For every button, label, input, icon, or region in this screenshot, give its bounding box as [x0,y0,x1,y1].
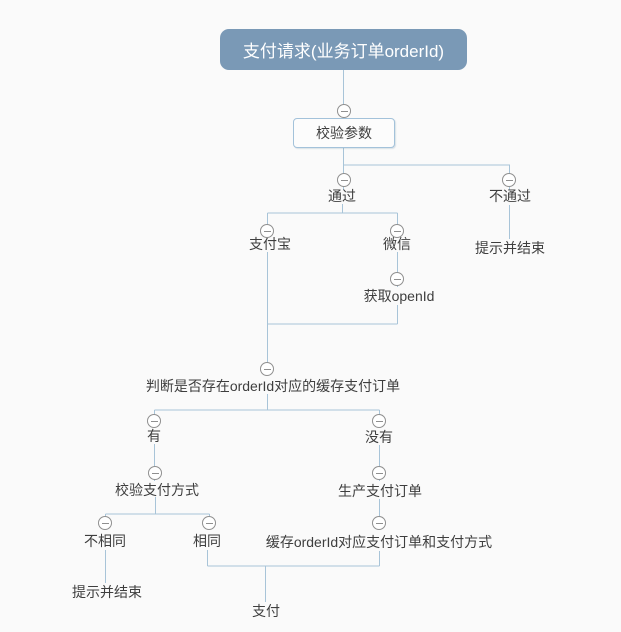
collapse-icon-alipay[interactable] [260,224,274,238]
connector-validate-children [343,148,510,190]
node-alipay[interactable]: 支付宝 [249,236,291,252]
node-notsame-prompt-end[interactable]: 提示并结束 [72,584,142,600]
node-fail[interactable]: 不通过 [489,188,531,204]
minus-glyph [393,278,401,280]
collapse-icon-validate-params[interactable] [337,104,351,118]
node-payment-request[interactable]: 支付请求(业务订单orderId) [220,29,467,70]
node-pass[interactable]: 通过 [328,188,356,204]
collapse-icon-fail[interactable] [502,173,516,187]
collapse-icon-create-pay-order[interactable] [372,466,386,480]
minus-glyph [505,179,513,181]
minus-glyph [101,522,109,524]
connector-merge-checkcache [267,252,398,363]
collapse-icon-same[interactable] [202,516,216,530]
minus-glyph [375,420,383,422]
minus-glyph [150,420,158,422]
node-fail-prompt-end[interactable]: 提示并结束 [475,240,545,256]
node-cache-order[interactable]: 缓存orderId对应支付订单和支付方式 [265,534,493,550]
collapse-icon-check-pay-method[interactable] [148,466,162,480]
node-validate-params[interactable]: 校验参数 [293,118,395,148]
node-check-pay-method[interactable]: 校验支付方式 [115,482,199,498]
collapse-icon-not-same[interactable] [98,516,112,530]
collapse-icon-wechat[interactable] [390,224,404,238]
minus-glyph [375,472,383,474]
connector-checkmethod-children [105,497,210,518]
collapse-icon-get-openid[interactable] [390,272,404,286]
node-pay[interactable]: 支付 [252,603,280,619]
minus-glyph [340,179,348,181]
node-wechat[interactable]: 微信 [383,236,411,252]
node-create-pay-order[interactable]: 生产支付订单 [338,483,422,499]
minus-glyph [263,230,271,232]
collapse-icon-cache-order[interactable] [372,516,386,530]
connector-merge-pay [207,550,380,602]
node-not-have[interactable]: 没有 [365,429,393,445]
minus-glyph [340,110,348,112]
minus-glyph [151,472,159,474]
node-same[interactable]: 相同 [193,533,221,549]
minus-glyph [205,522,213,524]
node-get-openid[interactable]: 获取openId [363,288,435,304]
collapse-icon-check-cache[interactable] [260,362,274,376]
connector-checkcache-children [154,394,380,416]
minus-glyph [263,368,271,370]
node-check-cache-order[interactable]: 判断是否存在orderId对应的缓存支付订单 [145,378,401,394]
collapse-icon-not-have[interactable] [372,414,386,428]
minus-glyph [393,230,401,232]
collapse-icon-have[interactable] [147,414,161,428]
collapse-icon-pass[interactable] [337,173,351,187]
minus-glyph [375,522,383,524]
node-not-same[interactable]: 不相同 [84,533,126,549]
node-have[interactable]: 有 [147,428,161,444]
connector-pass-children [267,204,398,226]
